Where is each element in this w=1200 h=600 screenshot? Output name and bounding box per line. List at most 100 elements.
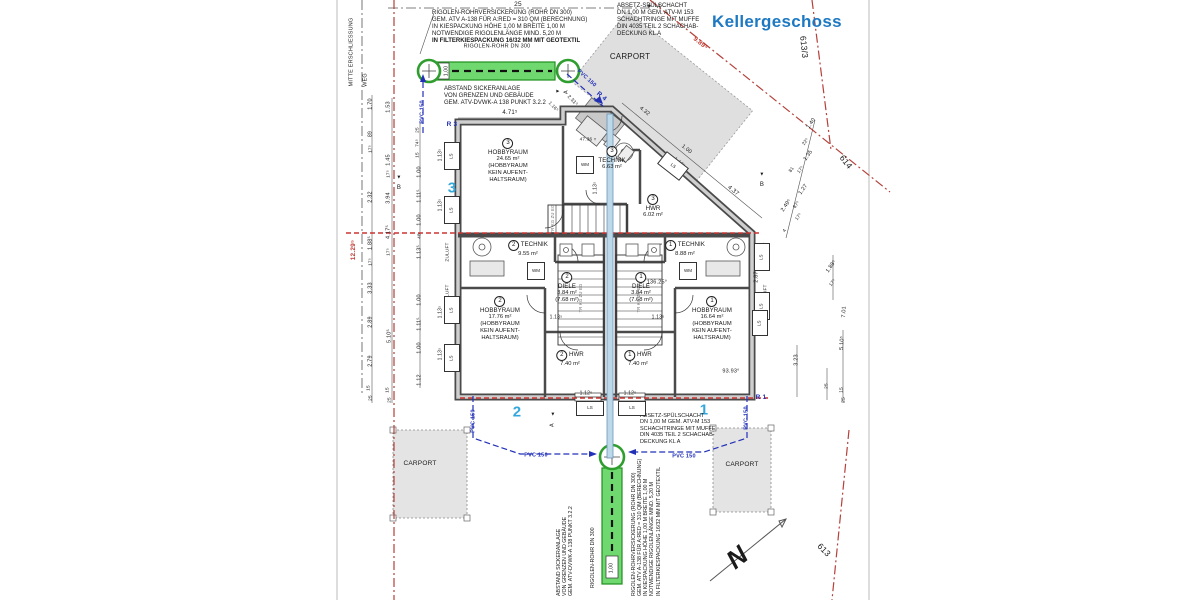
light-shaft-box-label: LS <box>758 254 764 260</box>
section-marker-b: ▼ <box>396 174 402 181</box>
carport-label: CARPORT <box>725 460 759 468</box>
room-note: (HOBBYRAUM <box>488 163 528 170</box>
note-rigolen-bottom: RIGOLEN-ROHRVERSICKERUNG (ROHR DN 300)GE… <box>631 459 662 596</box>
pipe-label: PVC 150 <box>470 409 477 433</box>
washing-machine-box: WM <box>576 156 594 174</box>
dim-label: 17⁵ <box>794 211 803 222</box>
note-line: ABSTAND SICKERANLAGE <box>444 86 521 92</box>
washing-machine-box-label: WM <box>532 267 540 273</box>
room-name: HWR <box>645 205 661 212</box>
section-marker-a: A <box>656 4 662 10</box>
dim-label: 15 <box>365 385 371 391</box>
dim-label: 1.00 <box>416 294 423 306</box>
parcel-boundary-lines <box>393 0 891 600</box>
light-shaft-box-label: LS <box>758 303 764 309</box>
unit-number: 2 <box>512 403 522 421</box>
note-line: ABSETZ-SPÜLSCHACHT <box>640 413 705 419</box>
downpipe-label: R 4 <box>595 90 608 103</box>
north-arrow <box>709 518 787 582</box>
dim-label: 5.10⁵ <box>386 329 393 343</box>
pipe-label: PVC 150 <box>743 406 750 430</box>
carport-label: CARPORT <box>403 459 437 467</box>
note-rigolen-top: RIGOLEN-ROHRVERSICKERUNG (ROHR DN 300)GE… <box>432 10 587 45</box>
dim-label: 1.13⁵ <box>416 245 423 259</box>
dim-label: 1.12⁵ <box>579 390 593 397</box>
section-marker-b: B <box>396 185 402 191</box>
dim-label: 1.11⁵ <box>416 317 423 331</box>
room-number: 2 <box>561 272 573 283</box>
note-line: VON GRENZEN UND GEBÄUDE <box>444 92 534 99</box>
room-name: DIELE <box>632 283 650 290</box>
dim-label: 1.12⁵ <box>623 390 637 397</box>
pipe-label: PVC 150 <box>524 452 548 459</box>
dim-label: 1.13⁵ <box>437 198 444 212</box>
dim-label: 1.12 <box>416 374 423 386</box>
note-line: GEM. ATV-DVWK-A 138 PUNKT 3.2.2 <box>444 99 546 106</box>
page-title: Kellergeschoss <box>712 12 842 31</box>
dim-label: 1.00 <box>680 143 693 156</box>
parcel-number: 614 <box>837 152 855 171</box>
parcel-number: 613/3 <box>798 35 811 59</box>
room-area: 7.40 m² <box>560 361 580 367</box>
dim-label: 2.79 <box>367 355 374 367</box>
dimension-lines <box>371 12 844 403</box>
room-note: KEIN AUFENT- <box>692 328 732 335</box>
note-line: GEM. ATV-DVWK-A 138 PUNKT 3.2.2 <box>568 506 575 596</box>
dim-label: 89 <box>367 131 374 137</box>
washing-machine-box-label: WM <box>684 267 692 273</box>
note-line: GEM. ATV A-138 FÜR A:RED = 310 QM (BEREC… <box>432 16 588 23</box>
section-marker-a: A <box>549 423 556 427</box>
dim-label: 1.88⁵ <box>367 236 374 250</box>
room-number: 3 <box>606 146 618 157</box>
stair-label: TR KG ZU EG <box>577 283 583 313</box>
dim-label: 7.01 <box>840 306 848 318</box>
street-axis-label: MITTE ERSCHLIESSUNG <box>348 17 355 87</box>
dim-label: 2.32 <box>367 191 374 203</box>
room-note: HALTSRAUM) <box>481 335 519 342</box>
dim-label: 17⁵ <box>828 277 837 288</box>
dim-label: 4.71⁵ <box>502 110 518 116</box>
dim-label: 74⁵ <box>414 139 420 147</box>
room-number: 2 <box>494 296 506 307</box>
dim-label: 17⁵ <box>385 170 391 178</box>
boundary-dim: 9.89⁵ <box>691 35 710 52</box>
dim-label: 3.94 <box>385 192 392 204</box>
dim-label: 1.88⁵ <box>824 259 838 275</box>
light-shaft-box: LS <box>657 151 689 181</box>
dim-label: 1.70 <box>367 98 374 110</box>
dim-label: 1.00 <box>416 166 423 178</box>
dim-label: 2.31⁵ <box>565 93 579 108</box>
note-line: IN FILTERKIESPACKUNG 16/32 MM MIT GEOTEX… <box>655 466 662 596</box>
room-name: HOBBYRAUM <box>480 307 520 314</box>
light-shaft-box-label: LS <box>448 207 454 213</box>
dim-label: 1.00 <box>416 214 423 226</box>
room-name: HWR <box>635 351 652 358</box>
room-number: 3 <box>647 194 659 205</box>
dim-label: 5.10⁵ <box>838 335 846 351</box>
room-area: 16.64 m² <box>700 314 724 321</box>
dim-label: 1.40 <box>805 117 818 131</box>
vent-label: ZULUFT <box>444 242 450 262</box>
room-name: TECHNIK <box>519 241 548 248</box>
room-number: 3 <box>502 138 514 149</box>
room-note: KEIN AUFENT- <box>488 170 528 177</box>
light-shaft-box: LS <box>444 196 460 224</box>
room-note: (7.68 m²) <box>629 297 653 304</box>
note-line: DIN 4035 TEIL 2 SCHACHAB- <box>617 23 699 30</box>
dim-label: 2.89 <box>367 316 374 328</box>
dim-label: 15 <box>838 387 844 393</box>
unit-number: 3 <box>447 179 457 197</box>
room-name: HOBBYRAUM <box>692 307 732 314</box>
room-name: HOBBYRAUM <box>488 149 528 156</box>
light-shaft-box-label: LS <box>669 161 678 170</box>
dim-label: 25 <box>840 397 846 403</box>
level-mark: 47.36 ▿ <box>579 136 597 142</box>
dim-label: 1.16⁵ <box>547 100 560 113</box>
dim-label: 4.32 <box>638 105 651 118</box>
